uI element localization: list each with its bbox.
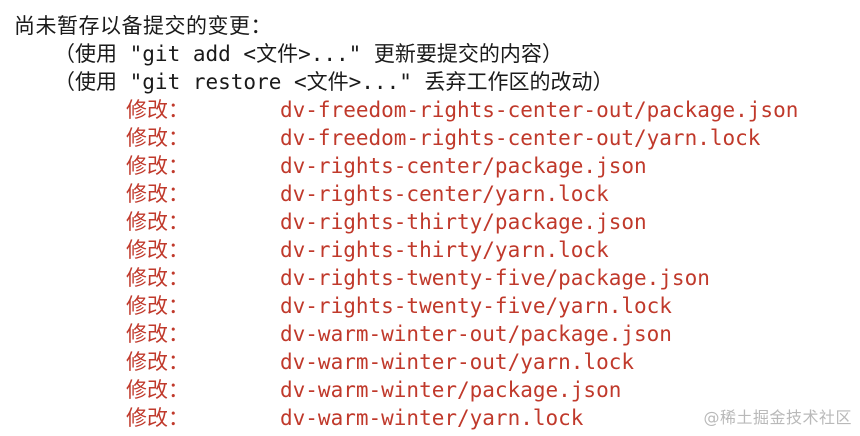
modified-file-line: 修改： dv-rights-center/package.json: [14, 152, 860, 180]
modified-file-line: 修改： dv-warm-winter/package.json: [14, 376, 860, 404]
file-path: dv-rights-twenty-five/package.json: [280, 266, 710, 290]
file-path: dv-rights-twenty-five/yarn.lock: [280, 294, 672, 318]
file-status: 修改：: [126, 154, 189, 178]
hint-git-restore: （使用 "git restore <文件>..." 丢弃工作区的改动）: [54, 70, 614, 94]
file-status: 修改：: [126, 322, 189, 346]
modified-file-line: 修改： dv-rights-twenty-five/package.json: [14, 264, 860, 292]
modified-file-line: 修改： dv-rights-twenty-five/yarn.lock: [14, 292, 860, 320]
modified-file-line: 修改： dv-warm-winter-out/package.json: [14, 320, 860, 348]
file-status: 修改：: [126, 406, 189, 430]
file-path: dv-warm-winter/package.json: [280, 378, 622, 402]
modified-file-line: 修改： dv-freedom-rights-center-out/package…: [14, 96, 860, 124]
hint-git-add: （使用 "git add <文件>..." 更新要提交的内容）: [54, 42, 563, 66]
file-path: dv-rights-thirty/package.json: [280, 210, 647, 234]
file-status: 修改：: [126, 378, 189, 402]
modified-file-line: 修改： dv-rights-center/yarn.lock: [14, 180, 860, 208]
file-status: 修改：: [126, 182, 189, 206]
file-status: 修改：: [126, 294, 189, 318]
file-status: 修改：: [126, 98, 189, 122]
modified-file-line: 修改： dv-freedom-rights-center-out/yarn.lo…: [14, 124, 860, 152]
file-path: dv-rights-thirty/yarn.lock: [280, 238, 609, 262]
file-status: 修改：: [126, 350, 189, 374]
modified-file-line: 修改： dv-warm-winter/yarn.lock: [14, 404, 860, 432]
file-status: 修改：: [126, 126, 189, 150]
file-status: 修改：: [126, 266, 189, 290]
file-path: dv-warm-winter-out/yarn.lock: [280, 350, 635, 374]
watermark: @稀土掘金技术社区: [703, 408, 852, 427]
terminal-output: 尚未暂存以备提交的变更： （使用 "git add <文件>..." 更新要提交…: [14, 12, 860, 432]
file-path: dv-rights-center/package.json: [280, 154, 647, 178]
file-status: 修改：: [126, 210, 189, 234]
file-status: 修改：: [126, 238, 189, 262]
file-path: dv-freedom-rights-center-out/yarn.lock: [280, 126, 761, 150]
file-path: dv-freedom-rights-center-out/package.jso…: [280, 98, 799, 122]
modified-file-line: 修改： dv-warm-winter-out/yarn.lock: [14, 348, 860, 376]
file-path: dv-warm-winter-out/package.json: [280, 322, 672, 346]
unstaged-heading: 尚未暂存以备提交的变更：: [14, 14, 272, 38]
file-path: dv-rights-center/yarn.lock: [280, 182, 609, 206]
modified-file-line: 修改： dv-rights-thirty/yarn.lock: [14, 236, 860, 264]
modified-file-line: 修改： dv-rights-thirty/package.json: [14, 208, 860, 236]
file-path: dv-warm-winter/yarn.lock: [280, 406, 584, 430]
